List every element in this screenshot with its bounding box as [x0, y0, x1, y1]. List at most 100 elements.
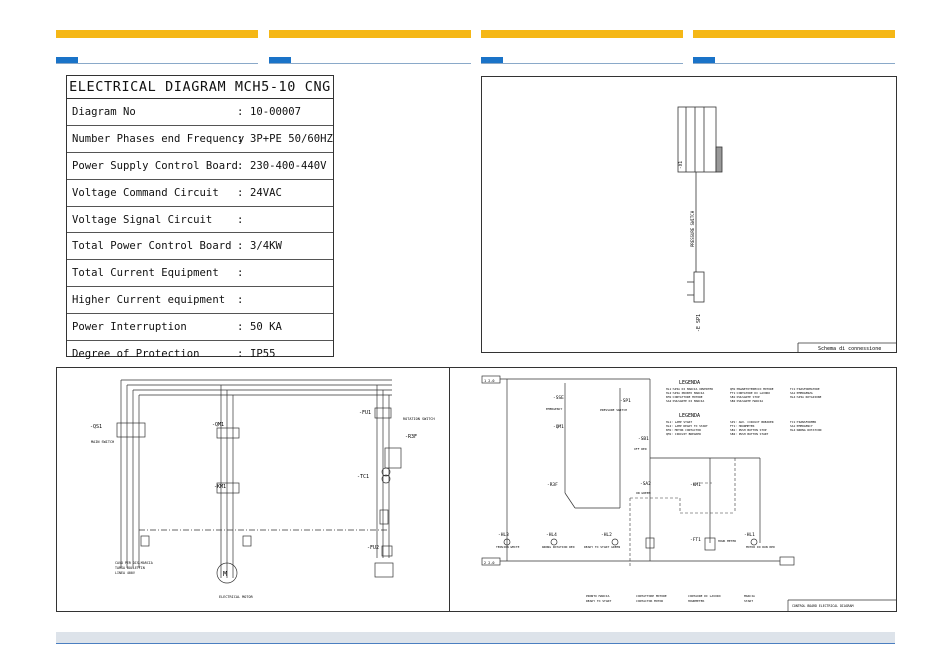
header-bar-3: [481, 30, 683, 38]
lamp-label: READY TO START GREEN: [584, 545, 620, 549]
bottom-label-it: MARCIA: [744, 594, 755, 598]
motor-label: ELECTRICAL MOTOR: [219, 595, 254, 599]
sse-label: -SSE: [553, 395, 564, 401]
rotation-label: ROTATION SWITCH: [403, 417, 435, 421]
bottom-label-it: CONTAORE DI LAVORO: [688, 594, 721, 598]
footer-rule: [56, 643, 895, 644]
spec-row: Voltage Signal Circuit:: [67, 207, 333, 234]
qs1-label: -QS1: [90, 424, 102, 430]
legend-entry: SA1:EMERGENCY: [790, 424, 813, 428]
legend-entry: SB1: PUSH BUTTON STOP: [730, 428, 767, 432]
cable-note-line: CAVO PER DIS.MARCIA: [115, 561, 153, 565]
spec-row: Total Current Equipment:: [67, 260, 333, 288]
legend-entry: KM1: MOTOR CONTACTOR: [666, 428, 701, 432]
section-rule-2: [269, 63, 471, 64]
spec-colon: :: [237, 106, 244, 118]
spec-label: Voltage Command Circuit: [72, 186, 219, 199]
section-rule-3: [481, 63, 683, 64]
legend-entry: HL1:SPIA DI MARCIA INVERTER: [666, 387, 713, 391]
legend-entry: HL2:SPIA PRONTO MARCIA: [666, 391, 705, 395]
km1-label: -KM1: [214, 484, 226, 490]
spec-colon: :: [237, 132, 244, 145]
hour-meter-label: HOUR METER: [718, 539, 736, 543]
legend-entry: HL1: LAMP START: [666, 420, 692, 424]
control-diagram: LEGENDA HL1:SPIA DI MARCIA INVERTER HL2:…: [481, 375, 896, 611]
spec-row: Power Interruption:50 KA: [67, 314, 333, 342]
fu2-label: -FU2: [367, 545, 379, 551]
legend-title: LEGENDA: [679, 380, 700, 386]
legend-entry: QM1: CIRCUIT BREAKER: [666, 432, 701, 436]
rail-bottom-label: 2 2.0: [484, 561, 495, 565]
legend-title-2: LEGENDA: [679, 413, 700, 419]
spec-colon: :: [237, 321, 244, 334]
legend-entry: SB1:PULSANTE STOP: [730, 395, 760, 399]
power-diagram: -QS1 MAIN SWITCH -QM1 -KM1 -FU1 ROTATION…: [90, 379, 435, 599]
section-rule-1: [56, 63, 258, 64]
rail-top-label: 1 2.0: [484, 379, 495, 383]
lamp-tag: -HL3: [498, 532, 509, 538]
power-diagram-panel: -QS1 MAIN SWITCH -QM1 -KM1 -FU1 ROTATION…: [56, 367, 451, 612]
spec-row: Total Power Control Board:3/4KW: [67, 233, 333, 261]
spec-colon: :: [237, 294, 244, 307]
legend-entry: QM1:MAGNETOTERMICO MOTORE: [730, 387, 774, 391]
motor-symbol: M: [223, 570, 227, 578]
connection-diagram: -X1 PRESSURE SWITCH -E SP1 Schema di con…: [677, 106, 896, 352]
control-diagram-panel: LEGENDA HL1:SPIA DI MARCIA INVERTER HL2:…: [449, 367, 897, 612]
lamp-label: WRONG ROTATION RED: [542, 545, 575, 549]
spec-colon: :: [237, 348, 244, 361]
spec-colon: :: [237, 240, 244, 253]
spec-value: 3/4KW: [250, 240, 282, 253]
spec-row: Voltage Command Circuit:24VAC: [67, 180, 333, 207]
connection-diagram-panel: -X1 PRESSURE SWITCH -E SP1 Schema di con…: [481, 76, 897, 353]
connection-footer: Schema di connessione: [818, 346, 881, 352]
r3f-label: -R3F: [405, 434, 417, 440]
km1-ctrl-label: -KM1: [690, 482, 701, 488]
legend-entry: HL2: LAMP READY TO START: [666, 424, 708, 428]
bottom-label-it: PRONTO MARCIA: [586, 594, 610, 598]
fu1-label: -FU1: [359, 410, 371, 416]
spec-colon: :: [237, 267, 244, 280]
spec-label: Higher Current equipment: [72, 294, 226, 307]
ft1-label: -FT1: [690, 537, 701, 543]
legend-entry: TC1:TRANSFORMER: [790, 420, 816, 424]
tc1-label: -TC1: [357, 474, 369, 480]
emergency-label: EMERGENCY: [546, 407, 562, 411]
spec-label: Total Power Control Board: [72, 240, 232, 253]
lamp-label: TENSION WHITE: [496, 545, 520, 549]
spec-value: 230-400-440V: [250, 159, 327, 172]
spec-row: Diagram No:10-00007: [67, 99, 333, 126]
footer-bar: [56, 632, 895, 643]
header-bar-4: [693, 30, 895, 38]
sb1-label: -SB1: [638, 436, 649, 442]
main-switch-label: MAIN SWITCH: [91, 440, 114, 444]
section-rule-4: [693, 63, 895, 64]
spec-label: Diagram No: [72, 106, 136, 118]
pressure-switch-label: PRESSURE SWITCH: [690, 210, 695, 247]
legend-entry: KM1:CONTATTORE MOTORE: [666, 395, 703, 399]
legend-entry: SA1:EMERGENZA: [790, 391, 813, 395]
legend-entry: SB2:PULSANTE MARCIA: [730, 399, 763, 403]
spec-label: Power Interruption: [72, 321, 187, 334]
bottom-label-en: START: [744, 599, 753, 603]
section-tab-3: [481, 57, 503, 64]
on-green-label: ON GREEN: [636, 491, 651, 495]
cable-note-line: TARGA BOLLETTIN: [115, 566, 145, 570]
spec-row: Degree of Protection:IP55: [67, 341, 333, 367]
legend-entry: HL4:WRONG ROTATION: [790, 428, 822, 432]
sa2-label: -SA2: [640, 481, 651, 487]
header-bar-1: [56, 30, 258, 38]
qm1-label: -QM1: [212, 422, 224, 428]
legend-entry: SP1: AUX. CIRCUIT BREAKER: [730, 420, 774, 424]
control-title-block: CONTROL BOARD ELECTRICAL DIAGRAM: [792, 604, 853, 608]
legend-entry: FT1:CONTATORE DI LAVORO: [730, 391, 770, 395]
bottom-label-en: READY TO START: [586, 599, 611, 603]
section-tab-2: [269, 57, 291, 64]
bottom-label-en: HOURMETER: [688, 599, 704, 603]
lamp-tag: -HL2: [601, 532, 612, 538]
legend-entry: FT1: HOURMETER: [730, 424, 755, 428]
spec-table: ELECTRICAL DIAGRAM MCH5-10 CNG Diagram N…: [66, 75, 334, 360]
lamp-label: MOTOR IN RUN RED: [746, 545, 775, 549]
spec-label: Total Current Equipment: [72, 267, 219, 280]
lamp-tag: -HL1: [744, 532, 755, 538]
spec-label: Power Supply Control Board: [72, 159, 238, 172]
